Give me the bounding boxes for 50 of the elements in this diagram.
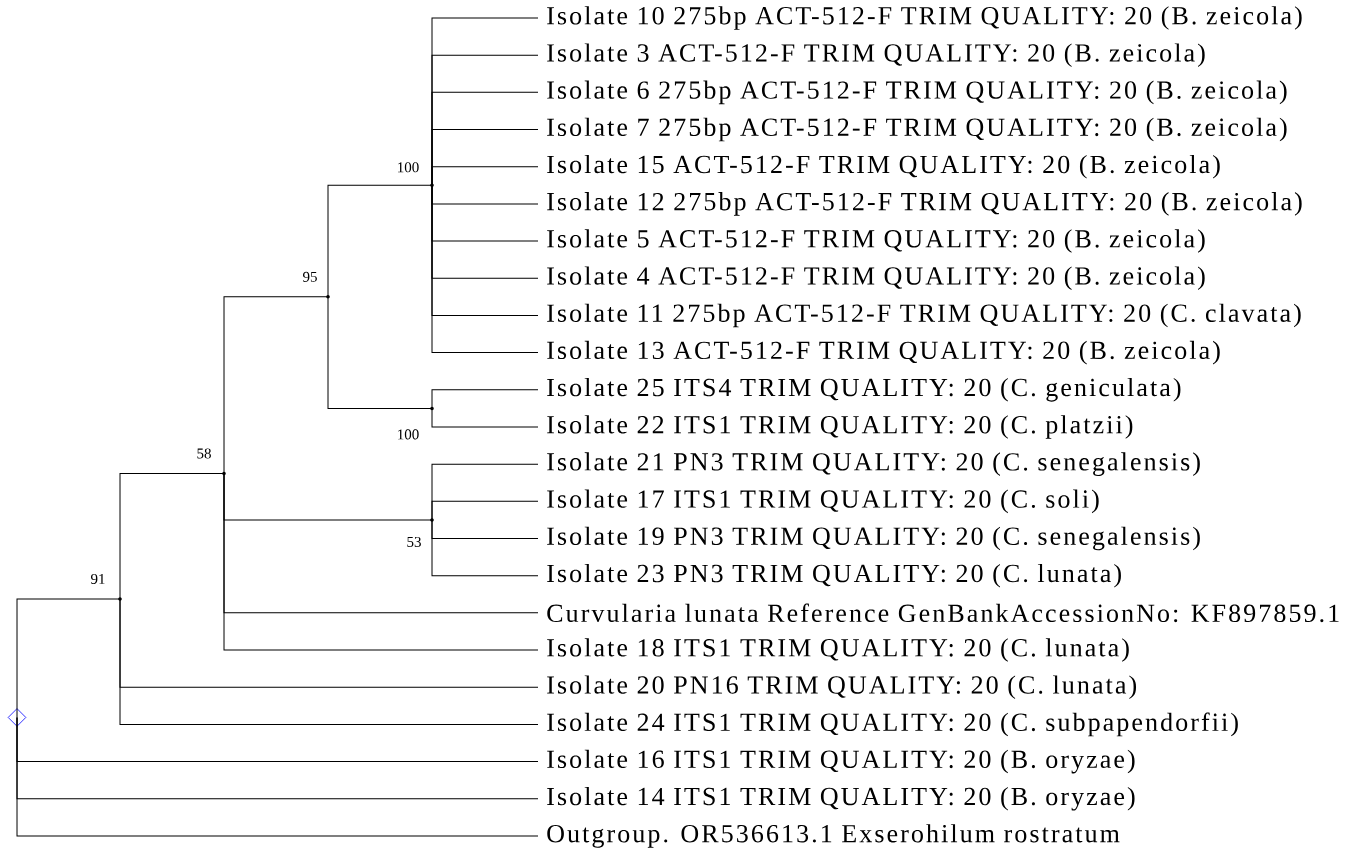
tree-branch [16,598,121,718]
tree-branch [223,472,539,651]
taxon-label: Isolate 16 ITS1 TRIM QUALITY: 20 (B. oryzae) [547,749,1135,774]
branch-point [430,518,434,522]
tree-branch [431,389,539,409]
taxon-label: Isolate 14 ITS1 TRIM QUALITY: 20 (B. oryzae) [547,786,1135,811]
taxon-label: Isolate 10 275bp ACT-512-F TRIM QUALITY: 20 (B. zeicola) [547,6,1302,30]
taxon-label: Isolate 3 ACT-512-F TRIM QUALITY: 20 (B. zeicola) [547,43,1205,67]
bootstrap-value: 95 [303,271,317,282]
taxon-label: Isolate 24 ITS1 TRIM QUALITY: 20 (C. subpapendorfii) [547,712,1238,737]
taxon-label: Isolate 23 PN3 TRIM QUALITY: 20 (C. lunata) [547,563,1121,588]
tree-branch [327,296,433,409]
tree-branch [431,500,539,521]
taxon-label: Isolate 12 275bp ACT-512-F TRIM QUALITY: 20 (B. zeicola) [547,192,1302,216]
bootstrap-value: 58 [197,448,211,459]
tree-branch [327,184,433,298]
branch-point [326,295,330,299]
taxon-label: Isolate 18 ITS1 TRIM QUALITY: 20 (C. lunata) [547,638,1129,662]
bootstrap-value: 100 [398,162,419,173]
taxon-label: Isolate 11 275bp ACT-512-F TRIM QUALITY: 20 (C. clavata) [547,303,1301,328]
taxon-label: Isolate 25 ITS4 TRIM QUALITY: 20 (C. geniculata) [547,377,1181,402]
tree-branch [431,184,539,354]
taxon-label: Isolate 5 ACT-512-F TRIM QUALITY: 20 (B. zeicola) [547,229,1205,253]
tree-branch [223,296,329,474]
taxon-label: Isolate 4 ACT-512-F TRIM QUALITY: 20 (B. zeicola) [547,266,1205,291]
taxon-label: Outgroup. OR536613.1 Exserohilum rostratum [547,824,1120,848]
bootstrap-value: 53 [407,536,421,547]
taxon-label: Isolate 20 PN16 TRIM QUALITY: 20 (C. lunata) [547,675,1137,699]
taxon-label: Isolate 13 ACT-512-F TRIM QUALITY: 20 (B. zeicola) [547,340,1220,365]
tree-branch [431,407,539,428]
branch-point [222,471,226,476]
tree-branch [16,716,539,837]
tree-branch [431,519,539,577]
root-marker [7,708,27,727]
taxon-label: Isolate 15 ACT-512-F TRIM QUALITY: 20 (B. zeicola) [547,154,1220,179]
tree-branch [119,472,225,600]
branch-point [430,183,434,188]
tree-branch [431,166,539,186]
branch-point [118,597,122,601]
taxon-label: Curvularia lunata Reference GenBankAccessionNo: KF897859.1 [547,603,1339,623]
taxon-label: Isolate 6 275bp ACT-512-F TRIM QUALITY: 20 (B. zeicola) [547,80,1287,105]
tree-branch [119,598,539,725]
taxon-label: Isolate 17 ITS1 TRIM QUALITY: 20 (C. soli) [547,489,1099,514]
taxon-label: Isolate 19 PN3 TRIM QUALITY: 20 (C. senegalensis) [547,526,1200,551]
taxon-label: Isolate 22 ITS1 TRIM QUALITY: 20 (C. platzii) [547,415,1133,439]
taxon-label: Isolate 21 PN3 TRIM QUALITY: 20 (C. senegalensis) [547,452,1200,476]
taxon-label: Isolate 7 275bp ACT-512-F TRIM QUALITY: 20 (B. zeicola) [547,117,1287,142]
bootstrap-value: 91 [91,573,105,584]
bootstrap-value: 100 [398,429,419,440]
branch-point [430,406,434,411]
